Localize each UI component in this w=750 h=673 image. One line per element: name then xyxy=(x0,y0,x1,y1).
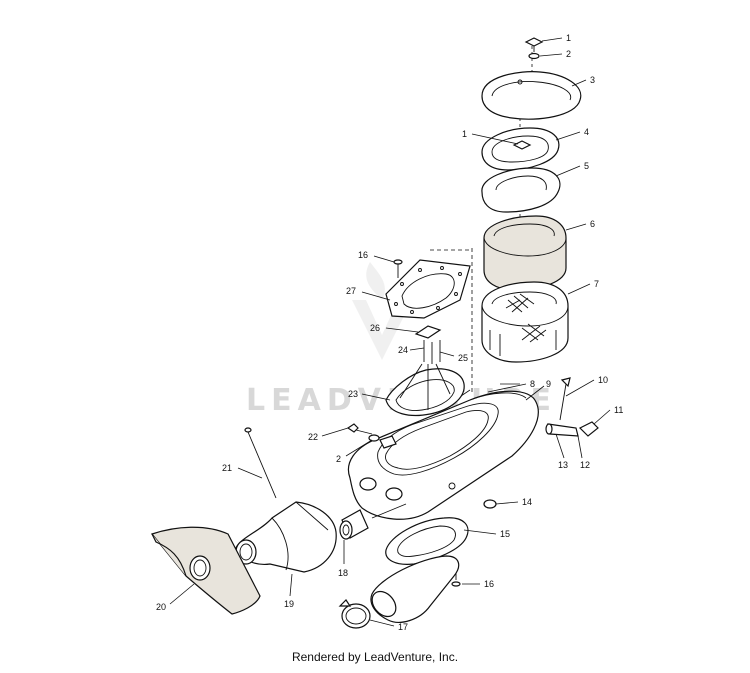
part-air-filter-cover xyxy=(481,71,582,120)
callout-5: 5 xyxy=(584,161,589,171)
part-mounting-plate xyxy=(385,259,471,319)
callout-15: 15 xyxy=(500,529,510,539)
part-screw-upper xyxy=(393,259,403,278)
callout-25: 25 xyxy=(458,353,468,363)
callout-17: 17 xyxy=(398,622,408,632)
callout-1-b: 1 xyxy=(462,129,467,139)
part-gasket-oval xyxy=(481,167,561,213)
callout-23: 23 xyxy=(348,389,358,399)
callout-12: 12 xyxy=(580,460,590,470)
callout-20: 20 xyxy=(156,602,166,612)
callout-11: 11 xyxy=(614,405,623,415)
part-clamp-strap xyxy=(559,377,571,421)
part-long-bolt xyxy=(244,427,277,499)
callout-13: 13 xyxy=(558,460,568,470)
part-intake-connector xyxy=(339,509,369,540)
callout-2-a: 2 xyxy=(566,49,571,59)
part-support-bracket xyxy=(385,363,465,417)
callout-24: 24 xyxy=(398,345,408,355)
callout-9: 9 xyxy=(546,379,551,389)
part-studs xyxy=(423,340,441,364)
part-small-plate xyxy=(414,325,442,339)
callout-labels: 1 2 3 1 4 5 6 7 16 27 26 24 25 23 8 9 10… xyxy=(156,33,623,632)
callout-16-a: 16 xyxy=(358,250,368,260)
part-grommet xyxy=(483,499,497,509)
callout-3: 3 xyxy=(590,75,595,85)
part-spacer xyxy=(368,434,397,449)
callout-19: 19 xyxy=(284,599,294,609)
callout-6: 6 xyxy=(590,219,595,229)
part-seal-ring xyxy=(481,127,560,171)
callout-4: 4 xyxy=(584,127,589,137)
part-lower-duct xyxy=(370,555,460,623)
callout-8: 8 xyxy=(530,379,535,389)
callout-10: 10 xyxy=(598,375,608,385)
callout-26: 26 xyxy=(370,323,380,333)
callout-27: 27 xyxy=(346,286,356,296)
callout-2-b: 2 xyxy=(336,454,341,464)
part-duct-gasket xyxy=(385,517,469,565)
leader-lines xyxy=(169,37,611,627)
part-wing-nut-top xyxy=(524,37,544,52)
part-intake-boot xyxy=(235,501,337,573)
callout-22: 22 xyxy=(308,432,318,442)
part-foam-precleaner xyxy=(483,215,567,291)
callout-21: 21 xyxy=(222,463,232,473)
callout-18: 18 xyxy=(338,568,348,578)
part-hose-clamp xyxy=(338,599,371,629)
callout-7: 7 xyxy=(594,279,599,289)
part-bolt-side xyxy=(346,423,373,435)
callout-1-a: 1 xyxy=(566,33,571,43)
part-washer-top xyxy=(528,52,540,60)
callout-16-b: 16 xyxy=(484,579,494,589)
part-breather-hose xyxy=(545,421,599,437)
callout-14: 14 xyxy=(522,497,532,507)
footer-credit: Rendered by LeadVenture, Inc. xyxy=(291,650,459,664)
part-foam-shield xyxy=(150,526,261,615)
part-paper-filter-element xyxy=(481,281,569,363)
